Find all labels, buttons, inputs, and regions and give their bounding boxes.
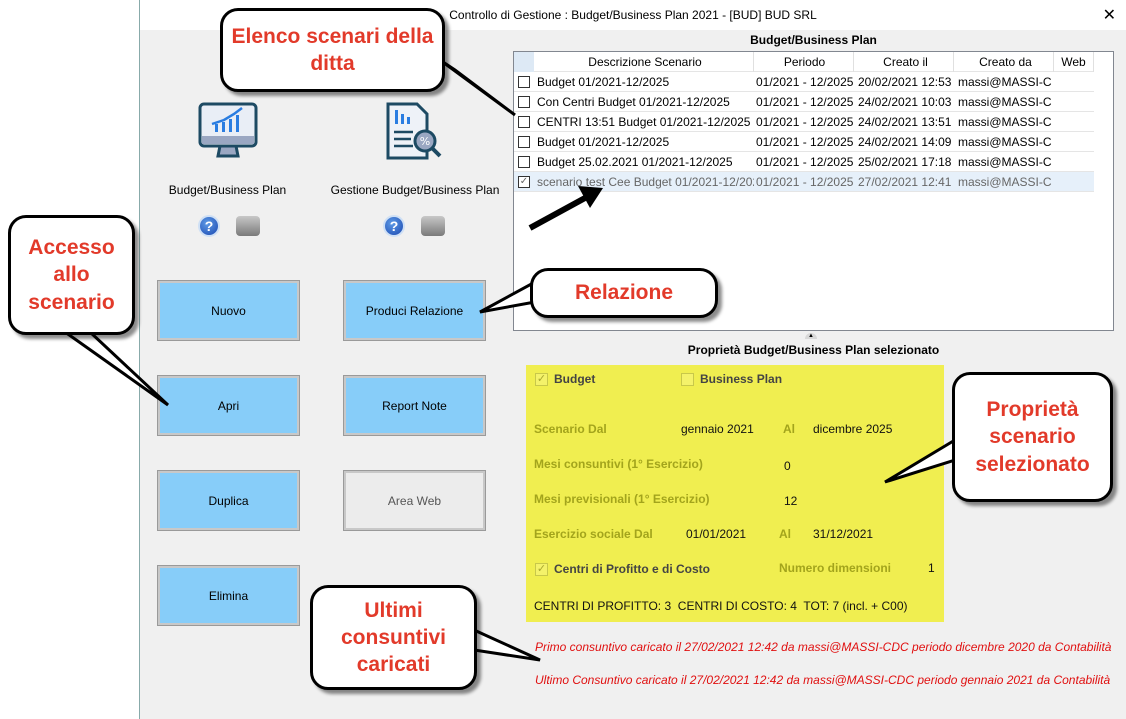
row-checkbox[interactable] <box>518 155 530 168</box>
nuovo-button[interactable]: Nuovo <box>157 280 300 341</box>
table-row[interactable]: Budget 01/2021-12/2025 01/2021 - 12/2025 2… <box>514 132 1094 152</box>
table-row[interactable]: Budget 25.02.2021 01/2021-12/2025 01/2021… <box>514 152 1094 172</box>
numero-dimensioni-label: Numero dimensioni <box>779 561 892 575</box>
area-web-button: Area Web <box>343 470 486 531</box>
business-plan-label: Business Plan <box>700 372 783 386</box>
table-row[interactable]: ✓ scenario test Cee Budget 01/2021-12/202… <box>514 172 1094 192</box>
scenario-al-value: dicembre 2025 <box>813 422 893 436</box>
callout-ultimi: Ultimi consuntivi caricati <box>310 585 477 690</box>
elimina-button[interactable]: Elimina <box>157 565 300 626</box>
mesi-previsionali-value: 12 <box>784 494 798 508</box>
cell-periodo: 01/2021 - 12/2025 <box>756 94 854 109</box>
budget-checkbox[interactable]: ✓ <box>535 373 548 386</box>
row-checkbox[interactable]: ✓ <box>518 175 530 188</box>
cell-creato-da: massi@MASSI-C <box>958 134 1052 149</box>
esercizio-dal-value: 01/01/2021 <box>686 527 747 541</box>
ultimo-consuntivo-text: Ultimo Consuntivo caricato il 27/02/2021… <box>535 673 1111 687</box>
cell-creato-da: massi@MASSI-C <box>958 74 1052 89</box>
close-icon[interactable]: ✕ <box>1102 7 1116 24</box>
row-checkbox[interactable] <box>518 115 530 128</box>
cell-creato-il: 24/02/2021 10:03 <box>858 94 952 109</box>
cell-periodo: 01/2021 - 12/2025 <box>756 174 854 189</box>
module-label-budget: Budget/Business Plan <box>168 183 287 197</box>
cell-descrizione: Budget 01/2021-12/2025 <box>537 134 670 149</box>
table-row[interactable]: Con Centri Budget 01/2021-12/2025 01/2021… <box>514 92 1094 112</box>
cell-descrizione: Budget 25.02.2021 01/2021-12/2025 <box>537 154 733 169</box>
cell-creato-da: massi@MASSI-C <box>958 114 1052 129</box>
centri-label: Centri di Profitto e di Costo <box>554 562 710 576</box>
scenario-al-label: Al <box>783 422 795 436</box>
cell-periodo: 01/2021 - 12/2025 <box>756 74 854 89</box>
monitor-chart-icon <box>198 102 258 158</box>
col-web[interactable]: Web <box>1054 51 1094 72</box>
splitter-handle[interactable]: ▲ <box>805 333 817 339</box>
esercizio-al-value: 31/12/2021 <box>813 527 874 541</box>
help-icon[interactable]: ? <box>198 215 220 237</box>
grid-title: Budget/Business Plan <box>750 33 877 47</box>
esercizio-dal-label: Esercizio sociale Dal <box>534 527 653 541</box>
cell-creato-da: massi@MASSI-C <box>958 174 1052 189</box>
cell-descrizione: CENTRI 13:51 Budget 01/2021-12/2025 <box>537 114 751 129</box>
cell-creato-il: 24/02/2021 13:51 <box>858 114 952 129</box>
col-creato-da[interactable]: Creato da <box>954 51 1054 72</box>
budget-label: Budget <box>554 372 596 386</box>
cell-creato-il: 24/02/2021 14:09 <box>858 134 952 149</box>
video-camera-icon[interactable] <box>421 216 445 236</box>
centri-summary: CENTRI DI PROFITTO: 3 CENTRI DI COSTO: 4… <box>534 599 908 613</box>
cell-descrizione: Budget 01/2021-12/2025 <box>537 74 670 89</box>
properties-panel: ✓ Budget Business Plan Scenario Dal genn… <box>526 365 944 622</box>
cell-periodo: 01/2021 - 12/2025 <box>756 134 854 149</box>
table-header: Descrizione Scenario Periodo Creato il C… <box>514 51 1094 72</box>
esercizio-al-label: Al <box>779 527 791 541</box>
callout-elenco: Elenco scenari della ditta <box>220 8 445 92</box>
centri-checkbox[interactable]: ✓ <box>535 563 548 576</box>
cell-creato-il: 27/02/2021 12:41 <box>858 174 952 189</box>
cell-descrizione: scenario test Cee Budget 01/2021-12/2025 <box>537 174 754 189</box>
cell-periodo: 01/2021 - 12/2025 <box>756 154 854 169</box>
cell-creato-da: massi@MASSI-C <box>958 94 1052 109</box>
produci-relazione-button[interactable]: Produci Relazione <box>343 280 486 341</box>
callout-accesso: Accesso allo scenario <box>8 215 135 335</box>
cell-creato-il: 20/02/2021 12:53 <box>858 74 952 89</box>
cell-creato-da: massi@MASSI-C <box>958 154 1052 169</box>
row-checkbox[interactable] <box>518 95 530 108</box>
primo-consuntivo-text: Primo consuntivo caricato il 27/02/2021 … <box>535 640 1112 654</box>
mesi-consuntivi-value: 0 <box>784 459 791 473</box>
video-camera-icon[interactable] <box>236 216 260 236</box>
help-icon[interactable]: ? <box>383 215 405 237</box>
cell-periodo: 01/2021 - 12/2025 <box>756 114 854 129</box>
svg-text:%: % <box>420 135 430 148</box>
report-percent-icon: % <box>386 102 442 160</box>
col-creato-il[interactable]: Creato il <box>854 51 954 72</box>
table-row[interactable]: Budget 01/2021-12/2025 01/2021 - 12/2025 2… <box>514 72 1094 92</box>
row-checkbox[interactable] <box>518 75 530 88</box>
business-plan-checkbox[interactable] <box>681 373 694 386</box>
duplica-button[interactable]: Duplica <box>157 470 300 531</box>
col-descrizione[interactable]: Descrizione Scenario <box>534 51 754 72</box>
cell-descrizione: Con Centri Budget 01/2021-12/2025 <box>537 94 730 109</box>
scenario-dal-label: Scenario Dal <box>534 422 607 436</box>
report-note-button[interactable]: Report Note <box>343 375 486 436</box>
callout-proprieta: Proprietà scenario selezionato <box>952 372 1113 502</box>
mesi-previsionali-label: Mesi previsionali (1° Esercizio) <box>534 492 710 506</box>
numero-dimensioni-value: 1 <box>928 561 935 575</box>
col-periodo[interactable]: Periodo <box>754 51 854 72</box>
apri-button[interactable]: Apri <box>157 375 300 436</box>
main-window: Controllo di Gestione : Budget/Business … <box>139 0 1126 719</box>
table-row[interactable]: CENTRI 13:51 Budget 01/2021-12/2025 01/20… <box>514 112 1094 132</box>
cell-creato-il: 25/02/2021 17:18 <box>858 154 952 169</box>
callout-relazione: Relazione <box>530 268 718 318</box>
mesi-consuntivi-label: Mesi consuntivi (1° Esercizio) <box>534 457 703 471</box>
scenario-dal-value: gennaio 2021 <box>681 422 754 436</box>
module-label-gestione: Gestione Budget/Business Plan <box>330 183 500 197</box>
row-checkbox[interactable] <box>518 135 530 148</box>
window-title: Controllo di Gestione : Budget/Business … <box>449 8 817 22</box>
props-title: Proprietà Budget/Business Plan seleziona… <box>687 343 940 357</box>
